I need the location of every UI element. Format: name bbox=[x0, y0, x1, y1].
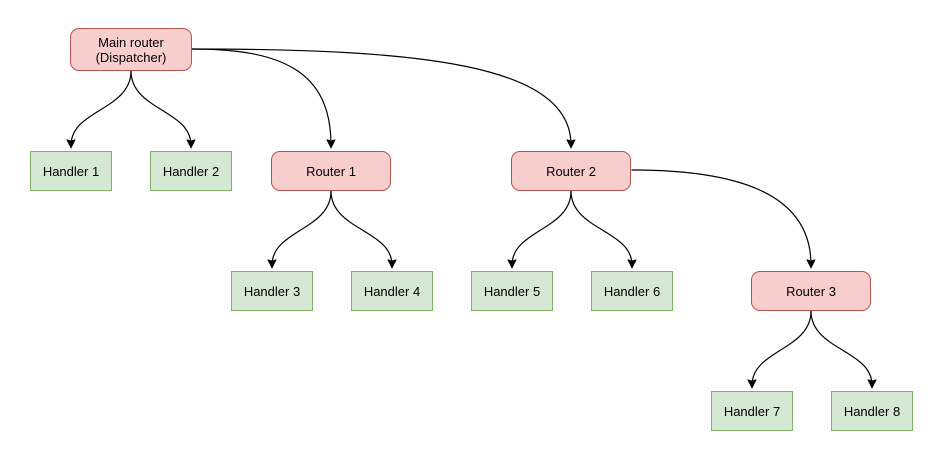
node-router-2[interactable]: Router 2 bbox=[511, 151, 631, 191]
node-label-handler-8: Handler 8 bbox=[843, 403, 901, 419]
node-label-router-2: Router 2 bbox=[546, 163, 596, 179]
node-handler-3[interactable]: Handler 3 bbox=[231, 271, 313, 311]
edge-main-to-handler-1 bbox=[71, 70, 132, 145]
edge-router-2-to-router-3 bbox=[631, 169, 811, 265]
node-main-router[interactable]: Main router (Dispatcher) bbox=[70, 28, 192, 71]
node-label-handler-4: Handler 4 bbox=[363, 283, 421, 299]
node-handler-7[interactable]: Handler 7 bbox=[711, 391, 793, 431]
node-label-main-router: Main router (Dispatcher) bbox=[95, 34, 167, 65]
edge-router-3-to-handler-8 bbox=[810, 310, 872, 385]
node-label-handler-2: Handler 2 bbox=[162, 163, 220, 179]
edge-router-1-to-handler-4 bbox=[330, 190, 392, 265]
edges-group bbox=[71, 48, 872, 385]
node-label-handler-7: Handler 7 bbox=[723, 403, 781, 419]
node-handler-8[interactable]: Handler 8 bbox=[831, 391, 913, 431]
node-handler-4[interactable]: Handler 4 bbox=[351, 271, 433, 311]
node-label-router-1: Router 1 bbox=[306, 163, 356, 179]
node-label-handler-1: Handler 1 bbox=[42, 163, 100, 179]
edge-router-3-to-handler-7 bbox=[752, 310, 812, 385]
edge-router-2-to-handler-5 bbox=[512, 190, 572, 265]
edge-router-2-to-handler-6 bbox=[570, 190, 632, 265]
node-router-3[interactable]: Router 3 bbox=[751, 271, 871, 311]
node-label-router-3: Router 3 bbox=[786, 283, 836, 299]
node-handler-1[interactable]: Handler 1 bbox=[30, 151, 112, 191]
edge-router-1-to-handler-3 bbox=[272, 190, 332, 265]
node-handler-5[interactable]: Handler 5 bbox=[471, 271, 553, 311]
node-router-1[interactable]: Router 1 bbox=[271, 151, 391, 191]
edge-main-to-router-2 bbox=[191, 48, 571, 145]
node-label-handler-5: Handler 5 bbox=[483, 283, 541, 299]
node-label-handler-6: Handler 6 bbox=[603, 283, 661, 299]
edge-main-to-router-1 bbox=[191, 48, 331, 145]
edge-main-to-handler-2 bbox=[130, 70, 191, 145]
node-label-handler-3: Handler 3 bbox=[243, 283, 301, 299]
node-handler-2[interactable]: Handler 2 bbox=[150, 151, 232, 191]
node-handler-6[interactable]: Handler 6 bbox=[591, 271, 673, 311]
